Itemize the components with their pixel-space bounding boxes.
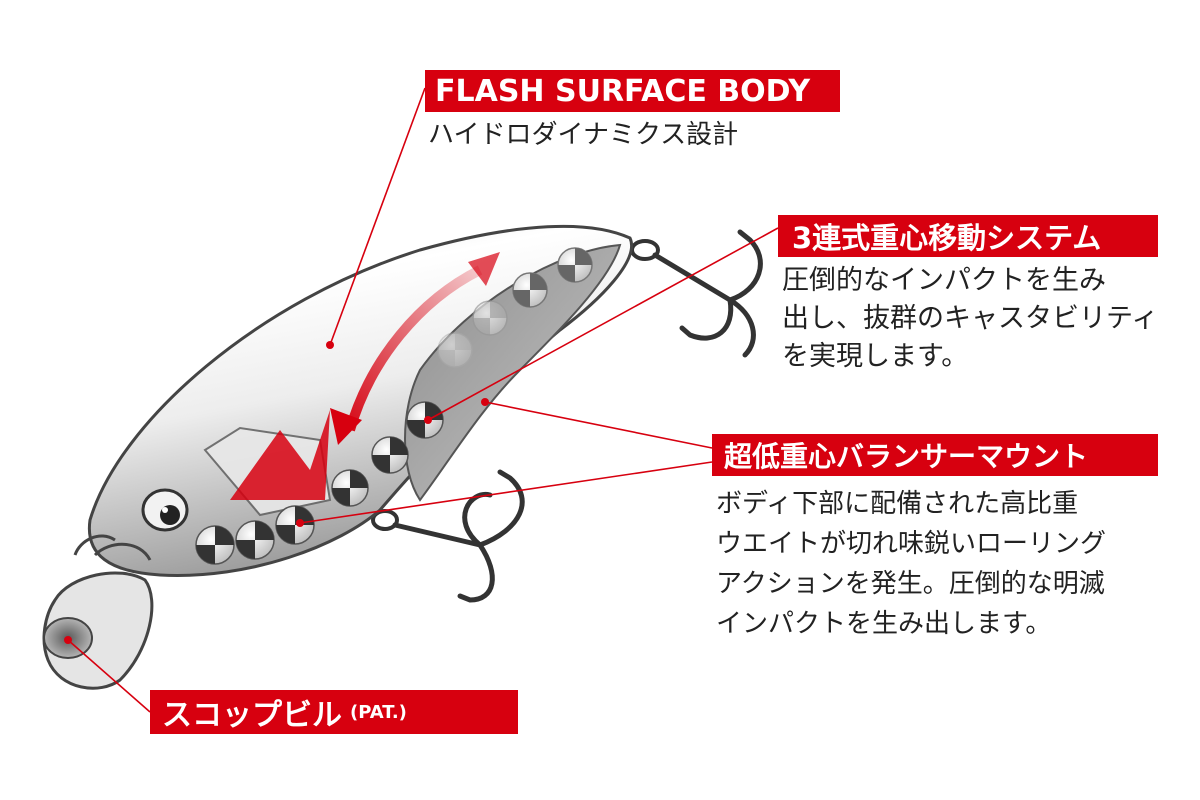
red-double-arrow-icon bbox=[230, 252, 500, 500]
desc-weight-line-1: 圧倒的なインパクトを生み bbox=[782, 265, 1106, 296]
scoop-bill bbox=[42, 534, 154, 690]
label-flash-title: FLASH SURFACE BODY bbox=[435, 73, 811, 109]
desc-weight-system: 圧倒的なインパクトを生み 出し、抜群のキャスタビリティ を実現します。 bbox=[782, 262, 1158, 376]
rear-treble-hook-icon bbox=[630, 229, 763, 358]
label-weight-system: 3連式重心移動システム bbox=[778, 215, 1158, 257]
label-scoop-suffix: (PAT.) bbox=[350, 701, 407, 723]
label-scoop-title: スコップビル bbox=[162, 698, 342, 733]
desc-flash-line-1: ハイドロダイナミクス設計 bbox=[428, 120, 739, 150]
leader-lines bbox=[64, 87, 779, 713]
label-flash-surface-body: FLASH SURFACE BODY bbox=[425, 70, 840, 112]
label-mount: 超低重心バランサーマウント bbox=[712, 434, 1158, 476]
desc-mount: ボディ下部に配備された高比重 ウエイトが切れ味鋭いローリング アクションを発生。… bbox=[716, 484, 1106, 644]
label-mount-title: 超低重心バランサーマウント bbox=[724, 440, 1089, 473]
desc-mount-line-1: ボディ下部に配備された高比重 bbox=[716, 489, 1079, 519]
desc-mount-line-2: ウエイトが切れ味鋭いローリング bbox=[716, 529, 1107, 559]
desc-weight-line-2: 出し、抜群のキャスタビリティ bbox=[782, 303, 1159, 334]
label-weight-title: 3連式重心移動システム bbox=[792, 221, 1102, 255]
lure-eye bbox=[141, 488, 189, 532]
desc-weight-line-3: を実現します。 bbox=[782, 341, 969, 372]
desc-flash: ハイドロダイナミクス設計 bbox=[428, 115, 738, 155]
label-scoop-bill: スコップビル (PAT.) bbox=[150, 690, 518, 734]
desc-mount-line-4: インパクトを生み出します。 bbox=[716, 609, 1052, 639]
desc-mount-line-3: アクションを発生。圧倒的な明滅 bbox=[716, 569, 1105, 599]
weight-balls bbox=[195, 247, 593, 565]
